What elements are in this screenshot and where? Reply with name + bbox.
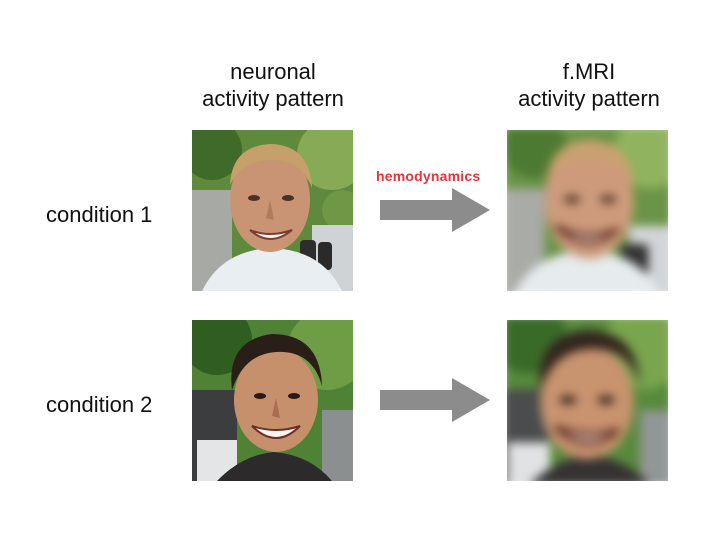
condition-1-label: condition 1 (46, 202, 153, 227)
neuronal-header-line1: neuronal (230, 59, 316, 84)
neuronal-header-line2: activity pattern (202, 86, 344, 111)
fmri-header: f.MRI activity pattern (484, 58, 694, 112)
condition-1-fmri-photo (507, 130, 668, 291)
condition-2-fmri-photo (507, 320, 668, 481)
condition-2-neuronal-photo (192, 320, 353, 481)
hemodynamics-label: hemodynamics (376, 168, 481, 184)
condition-1-arrow-icon (380, 188, 490, 232)
fmri-header-line2: activity pattern (518, 86, 660, 111)
neuronal-header: neuronal activity pattern (166, 58, 380, 112)
condition-2-label: condition 2 (46, 392, 153, 417)
condition-1-neuronal-photo (192, 130, 353, 291)
condition-2-arrow-icon (380, 378, 490, 422)
fmri-header-line1: f.MRI (562, 59, 616, 84)
